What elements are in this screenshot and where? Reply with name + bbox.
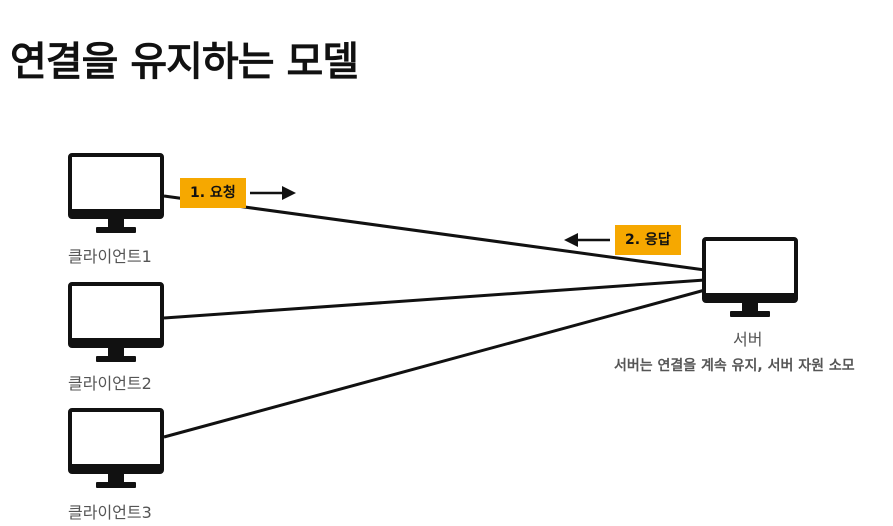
client1-label: 클라이언트1 xyxy=(68,247,152,266)
connection-line-client2 xyxy=(163,278,706,320)
connection-line-client3 xyxy=(163,288,706,439)
server-label: 서버 xyxy=(733,330,763,349)
server-note: 서버는 연결을 계속 유지, 서버 자원 소모 xyxy=(614,358,855,374)
client3-monitor-icon xyxy=(68,408,164,488)
client2-monitor-icon xyxy=(68,282,164,362)
client2-label: 클라이언트2 xyxy=(68,374,152,393)
request-tag: 1. 요청 xyxy=(180,178,246,208)
response-tag: 2. 응답 xyxy=(615,225,681,255)
client1-monitor-icon xyxy=(68,153,164,233)
server-monitor-icon xyxy=(702,237,798,317)
request-arrow xyxy=(250,186,296,200)
page-title: 연결을 유지하는 모델 xyxy=(10,39,359,85)
connection-line-client1 xyxy=(163,194,706,272)
response-arrow xyxy=(564,233,610,247)
client3-label: 클라이언트3 xyxy=(68,503,152,522)
